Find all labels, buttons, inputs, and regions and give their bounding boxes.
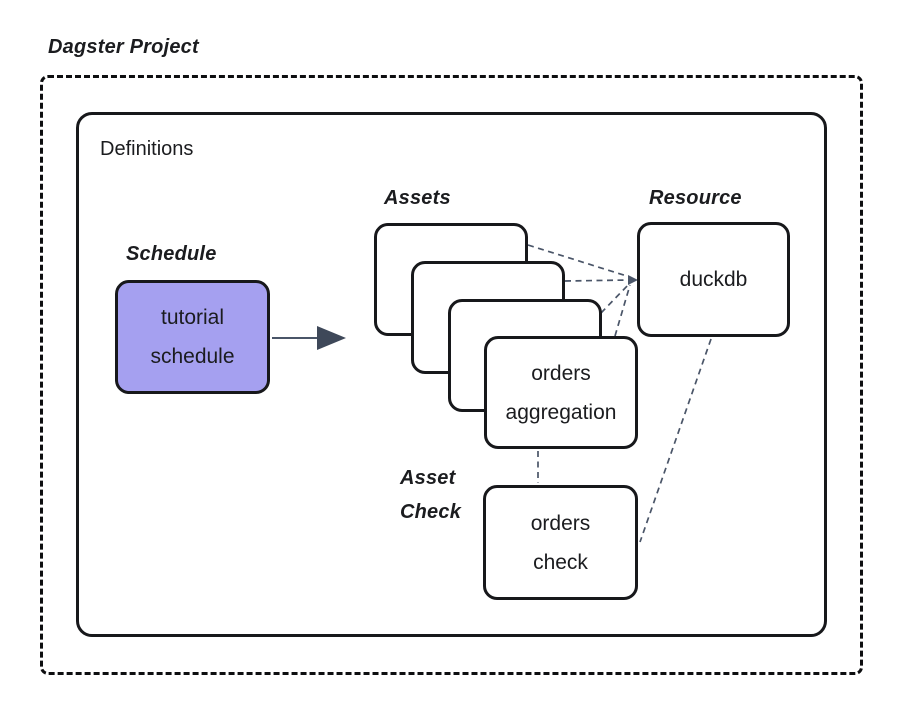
node-orders-check-line2: check — [533, 550, 588, 574]
node-orders-check-line1: orders — [530, 511, 591, 535]
schedule-group-label: Schedule — [126, 243, 217, 265]
node-orders-aggregation: orders aggregation — [484, 336, 638, 449]
node-tutorial-schedule-line2: schedule — [150, 345, 235, 368]
node-orders-check: orders check — [483, 485, 638, 600]
definitions-label: Definitions — [100, 138, 194, 160]
assets-group-label: Assets — [384, 187, 451, 209]
node-duckdb: duckdb — [637, 222, 790, 337]
node-orders-aggregation-line2: aggregation — [505, 400, 617, 424]
project-title: Dagster Project — [48, 36, 199, 58]
project-frame — [40, 75, 863, 675]
asset-check-group-label: Asset Check — [400, 461, 461, 529]
asset-check-group-label-line2: Check — [400, 501, 462, 523]
node-orders-aggregation-line1: orders — [531, 361, 591, 385]
node-tutorial-schedule: tutorial schedule — [115, 280, 270, 394]
node-duckdb-label: duckdb — [679, 268, 748, 291]
asset-check-group-label-line1: Asset — [400, 467, 456, 489]
node-tutorial-schedule-line1: tutorial — [160, 306, 225, 329]
resource-group-label: Resource — [649, 187, 742, 209]
